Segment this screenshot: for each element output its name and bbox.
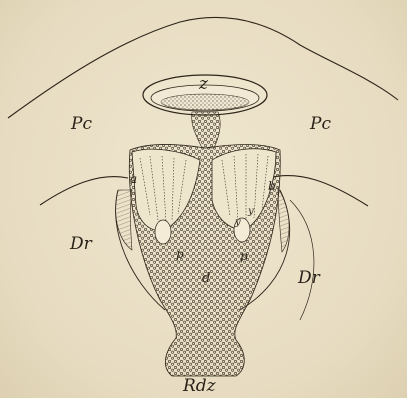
label-d: d xyxy=(202,272,210,285)
label-b: b xyxy=(268,180,276,192)
label-dr-right: Dr xyxy=(298,270,320,287)
left-lateral-contour xyxy=(40,177,128,205)
label-y2: y xyxy=(235,218,241,228)
right-outer-fold xyxy=(290,200,314,320)
label-y1: y xyxy=(248,207,254,217)
label-a: a xyxy=(130,173,137,185)
label-pc-right: Pc xyxy=(310,116,331,133)
stalk xyxy=(192,112,220,148)
label-z: z xyxy=(199,76,208,93)
label-p-right: p xyxy=(240,250,248,262)
left-flank xyxy=(116,190,132,250)
label-rdz: Rdz xyxy=(183,378,216,395)
label-p-left: p xyxy=(176,248,184,260)
label-dr-left: Dr xyxy=(70,236,92,253)
label-pc-left: Pc xyxy=(71,116,92,133)
